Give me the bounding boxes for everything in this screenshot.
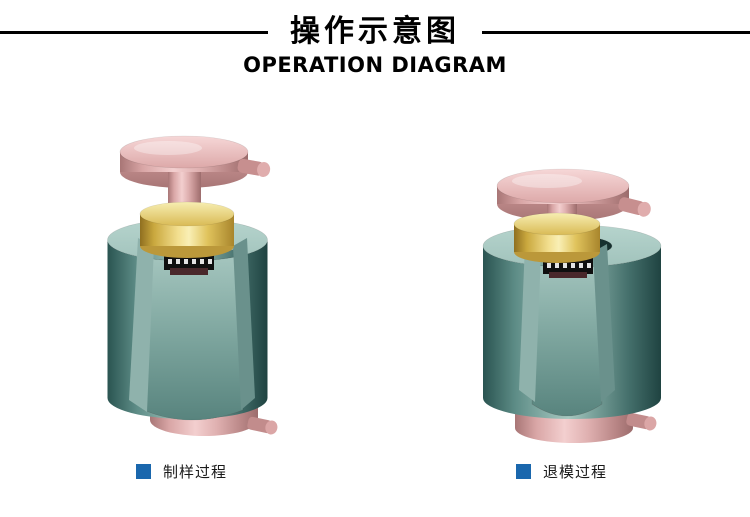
cut-face-right: [593, 244, 615, 402]
diagram-demolding-process: [475, 160, 670, 452]
base-handle-pin: [247, 416, 278, 435]
base-handle-pin: [626, 412, 657, 431]
top-cap: [119, 135, 249, 188]
demolding-device-illustration: [482, 168, 662, 443]
cap-handle-pin: [237, 158, 271, 177]
press-cylinder: [513, 212, 601, 263]
legend-label-sampling: 制样过程: [163, 463, 228, 481]
diagram-sampling-process: [92, 128, 287, 448]
page-title: 操作示意图: [290, 14, 460, 49]
legend-swatch-sampling-icon: [136, 464, 151, 479]
legend-label-demolding: 退模过程: [543, 463, 608, 481]
sampling-device-illustration: [107, 135, 278, 436]
legend-swatch-demolding-icon: [516, 464, 531, 479]
legend-item-sampling: 制样过程: [136, 461, 227, 482]
cap-handle-pin: [618, 197, 651, 217]
title-rule-right: [482, 30, 750, 34]
title-rule-left: [0, 30, 268, 34]
page-subtitle: OPERATION DIAGRAM: [243, 53, 507, 77]
cut-face-right: [233, 238, 255, 410]
title-row: 操作示意图: [0, 14, 750, 50]
legend-item-demolding: 退模过程: [516, 461, 607, 482]
cut-face-left: [519, 244, 541, 402]
cut-face-left: [129, 238, 154, 412]
press-cylinder: [139, 201, 235, 258]
